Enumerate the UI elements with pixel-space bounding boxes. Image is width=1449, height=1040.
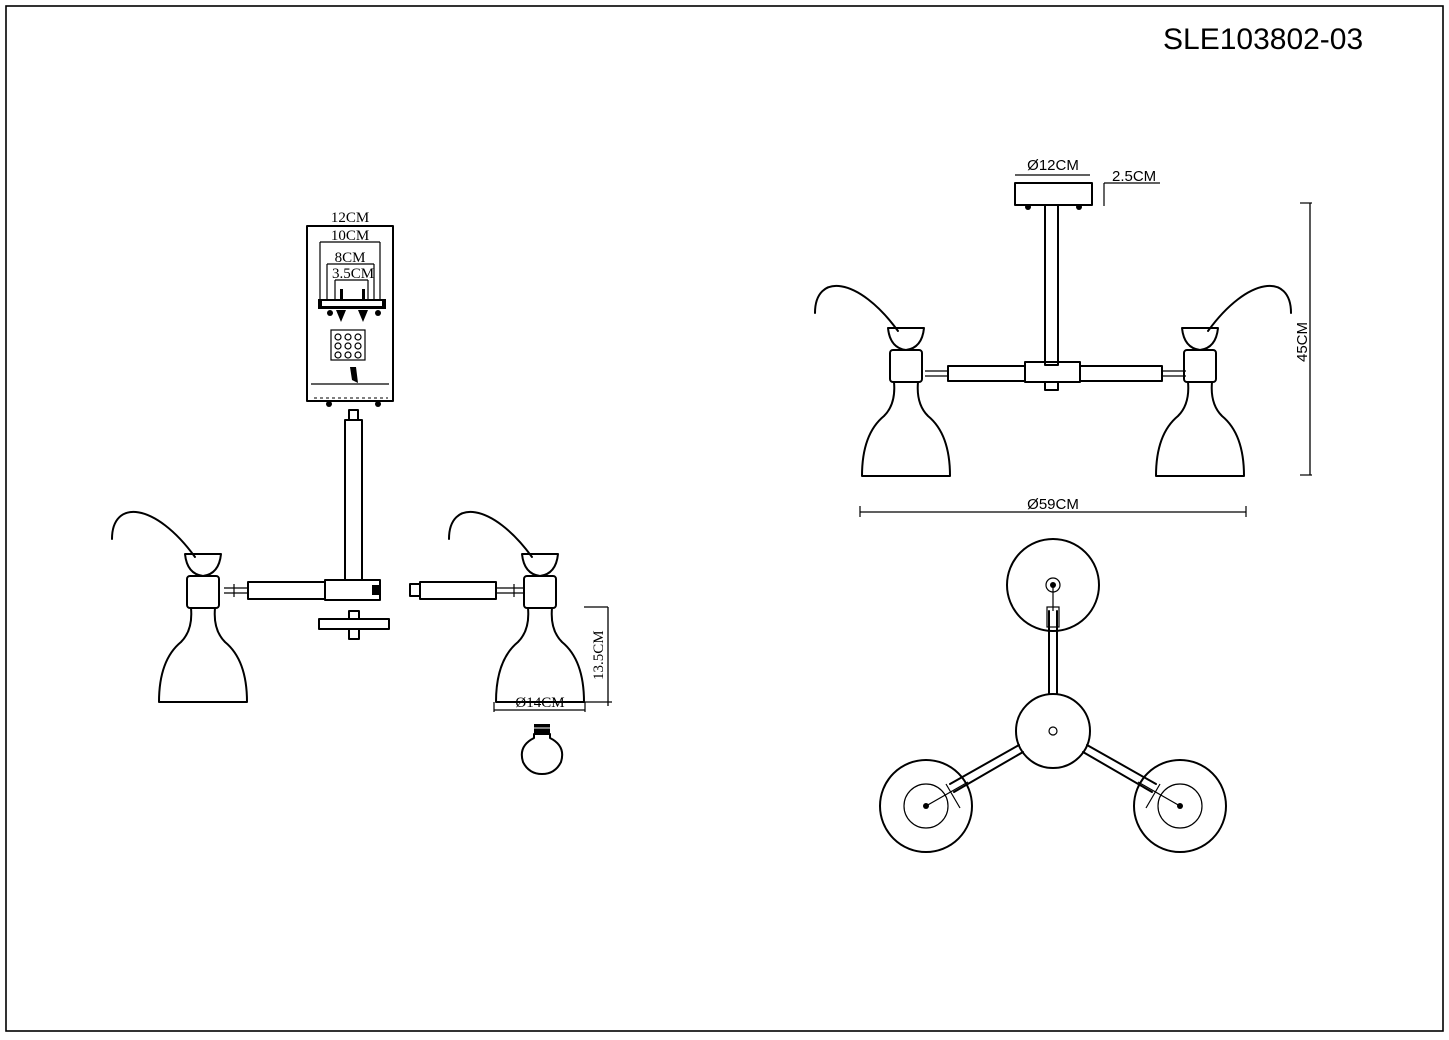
drawing-frame (5, 5, 1444, 1032)
bracket-width-label: 8CM (335, 250, 366, 266)
bulb-icon (520, 724, 564, 775)
central-hub (318, 579, 390, 640)
shade-dimensions: 13.5CM Ø14CM (493, 606, 612, 712)
front-right-lamp-head (1155, 284, 1292, 477)
top-view (879, 538, 1227, 853)
down-rod (344, 409, 363, 581)
total-diameter-label: Ø59CM (1027, 496, 1079, 513)
mounting-plate-detail: 12CM 10CM 8CM 3.5CM (306, 210, 394, 407)
shade-height-label: 13.5CM (591, 630, 607, 680)
plate-spacing-label: 10CM (331, 228, 369, 244)
screw-spacing-label: 3.5CM (332, 266, 374, 282)
canopy-height-label: 2.5CM (1112, 168, 1156, 185)
model-code: SLE103802-03 (1163, 23, 1363, 56)
canopy-diameter-label: Ø12CM (1027, 157, 1079, 174)
total-height-label: 45CM (1294, 322, 1311, 362)
canopy: Ø12CM 2.5CM (1014, 157, 1160, 210)
front-elevation: Ø12CM 2.5CM 45CM Ø59CM (814, 157, 1312, 517)
left-arm (224, 581, 326, 600)
shade-diameter-label: Ø14CM (515, 695, 564, 711)
exploded-view: 12CM 10CM 8CM 3.5CM (111, 210, 612, 775)
right-arm (409, 581, 524, 600)
left-lamp-head (111, 510, 248, 703)
plate-width-label: 12CM (331, 210, 369, 226)
front-left-lamp-head (814, 284, 951, 477)
right-lamp-head (448, 510, 585, 703)
